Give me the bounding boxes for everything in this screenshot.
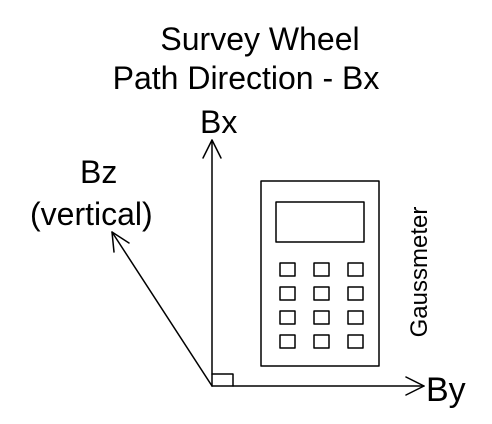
by-axis-label: By (426, 371, 466, 409)
bz-axis-line (111, 231, 213, 387)
gaussmeter-label: Gaussmeter (406, 206, 433, 338)
keypad-button (279, 286, 296, 301)
keypad-button (279, 262, 296, 277)
by-arrowhead (405, 376, 425, 396)
gaussmeter-icon (260, 180, 380, 367)
keypad-button (347, 262, 364, 277)
title-line-1: Survey Wheel (160, 21, 360, 57)
keypad-button (313, 310, 330, 325)
keypad-button (313, 334, 330, 349)
keypad-button (313, 286, 330, 301)
keypad-button (313, 262, 330, 277)
keypad-button (347, 286, 364, 301)
bx-axis-label: Bx (200, 104, 238, 140)
keypad-button (347, 334, 364, 349)
gaussmeter-keypad (279, 262, 364, 349)
gaussmeter-body (260, 180, 380, 367)
bx-arrowhead (202, 139, 222, 159)
bz-axis-label: Bz (80, 154, 118, 190)
keypad-button (347, 310, 364, 325)
bz-axis-note: (vertical) (30, 196, 153, 232)
keypad-button (279, 334, 296, 349)
right-angle-marker (211, 373, 234, 387)
gaussmeter-display (275, 201, 365, 243)
keypad-button (279, 310, 296, 325)
title-line-2: Path Direction - Bx (112, 60, 380, 96)
bz-arrowhead (111, 231, 130, 253)
